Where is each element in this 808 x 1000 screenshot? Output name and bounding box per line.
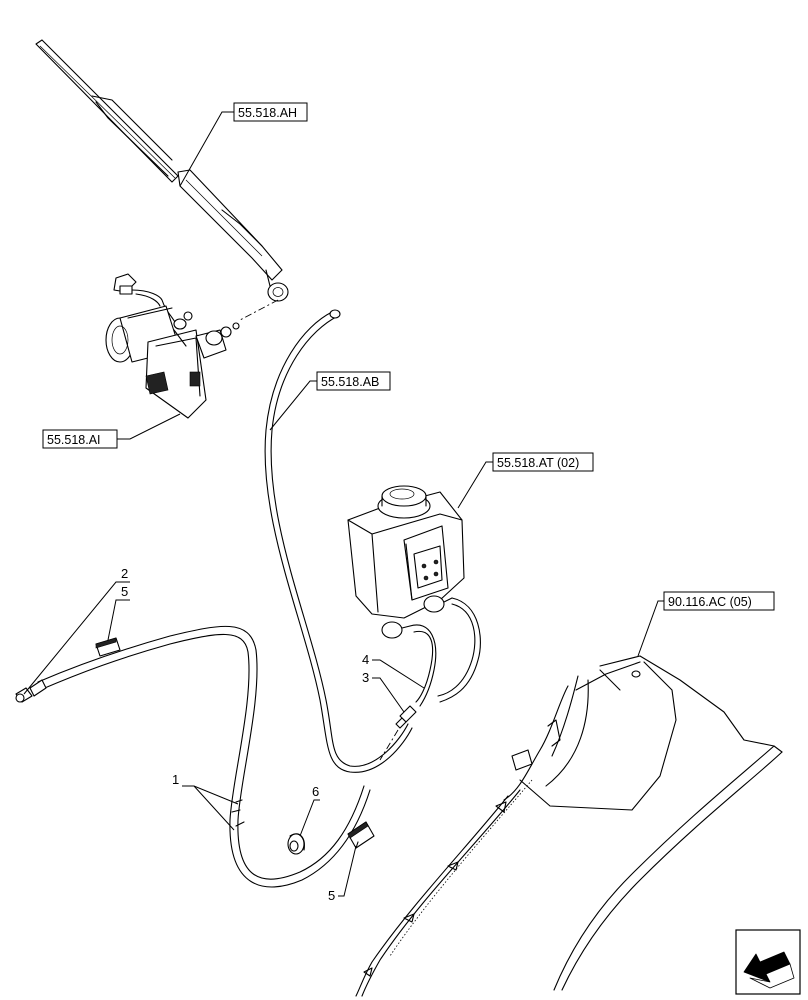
- svg-text:1: 1: [172, 772, 179, 787]
- ref-cab-fender[interactable]: 90.116.AC (05): [637, 591, 775, 657]
- callout-nozzle: 2: [23, 566, 130, 695]
- svg-text:6: 6: [312, 784, 319, 799]
- wiper-arm-assembly: [35, 39, 289, 302]
- washer-tank-assembly: [347, 485, 465, 639]
- svg-text:4: 4: [362, 652, 369, 667]
- clip-lower: [347, 821, 375, 849]
- clip-upper: [95, 637, 121, 657]
- svg-text:3: 3: [362, 670, 369, 685]
- callout-clip-lower: 5: [328, 845, 357, 903]
- svg-text:55.518.AB: 55.518.AB: [321, 375, 379, 389]
- svg-text:55.518.AH: 55.518.AH: [238, 106, 297, 120]
- ref-wiper-motor[interactable]: 55.518.AI: [42, 413, 181, 449]
- callout-hose: 1: [172, 772, 239, 831]
- callout-short-hose: 4: [362, 652, 425, 689]
- ref-wiper-arm[interactable]: 55.518.AH: [179, 102, 308, 187]
- svg-text:90.116.AC (05): 90.116.AC (05): [668, 595, 752, 609]
- svg-text:55.518.AI: 55.518.AI: [47, 433, 101, 447]
- svg-text:2: 2: [121, 566, 128, 581]
- washer-hoses: [37, 309, 481, 888]
- alignment-line-arm: [239, 299, 279, 321]
- cab-fender: [355, 655, 783, 997]
- svg-text:55.518.AT (02): 55.518.AT (02): [497, 456, 579, 470]
- callout-grommet: 6: [299, 784, 320, 837]
- svg-text:5: 5: [121, 584, 128, 599]
- ref-washer-tank[interactable]: 55.518.AT (02): [457, 452, 594, 509]
- washer-nozzle: [15, 679, 47, 703]
- arrow-left-icon[interactable]: [735, 929, 801, 995]
- wiper-motor-assembly: [105, 273, 240, 419]
- callout-connector: 3: [362, 670, 405, 713]
- svg-text:5: 5: [328, 888, 335, 903]
- ref-washer-hose[interactable]: 55.518.AB: [269, 371, 391, 431]
- callout-clip-upper: 5: [107, 584, 130, 641]
- grommet: [287, 833, 305, 855]
